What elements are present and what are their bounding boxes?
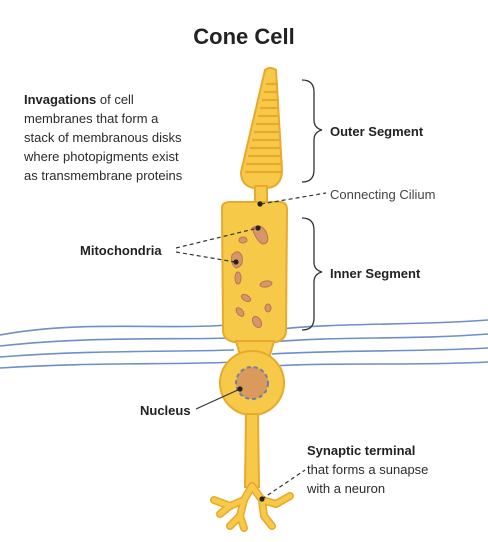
outer-segment	[239, 67, 284, 189]
outer-segment-label: Outer Segment	[330, 124, 424, 139]
nucleus-leader	[195, 388, 241, 410]
connecting-cilium-label: Connecting Cilium	[330, 187, 436, 202]
synaptic-bold: Synaptic terminal	[307, 443, 416, 458]
diagram-title: Cone Cell	[193, 24, 295, 49]
nucleus-shape	[235, 366, 269, 400]
mito-leader-2	[175, 251, 236, 263]
axon	[243, 413, 261, 488]
outer-segment-bracket	[301, 79, 323, 183]
inner-segment-label: Inner Segment	[330, 266, 421, 281]
mitochondria-label: Mitochondria	[80, 243, 162, 258]
nucleus-dot	[237, 386, 243, 392]
mito-dot-2	[233, 259, 239, 265]
invagations-line-4: where photopigments exist	[24, 149, 179, 164]
invagations-bold: Invagations	[24, 92, 97, 107]
invagations-line-5: as transmembrane proteins	[24, 168, 183, 183]
synaptic-terminal-label: Synaptic terminal that forms a sunapse w…	[307, 441, 482, 498]
synaptic-terminal-fill	[211, 483, 293, 531]
membrane-lines	[0, 319, 488, 369]
mitochondria	[231, 225, 273, 329]
invagations-line-2: membranes that form a	[24, 111, 159, 126]
invagations-rest: of cell	[96, 92, 134, 107]
mito-dot-1	[255, 225, 261, 231]
invagations-line-3: stack of membranous disks	[24, 130, 182, 145]
synaptic-dot	[259, 496, 265, 502]
invagations-label: Invagations of cell membranes that form …	[24, 90, 224, 185]
cilium-leader	[260, 192, 327, 205]
cilium-dot	[257, 201, 263, 207]
nucleus-label: Nucleus	[140, 403, 191, 418]
mito-leader-1	[175, 227, 259, 249]
membrane-disks	[245, 82, 281, 174]
inner-segment-bracket	[301, 217, 323, 331]
synaptic-line-2: that forms a sunapse	[307, 462, 429, 477]
synaptic-line-3: with a neuron	[307, 481, 386, 496]
synaptic-leader	[261, 469, 306, 500]
